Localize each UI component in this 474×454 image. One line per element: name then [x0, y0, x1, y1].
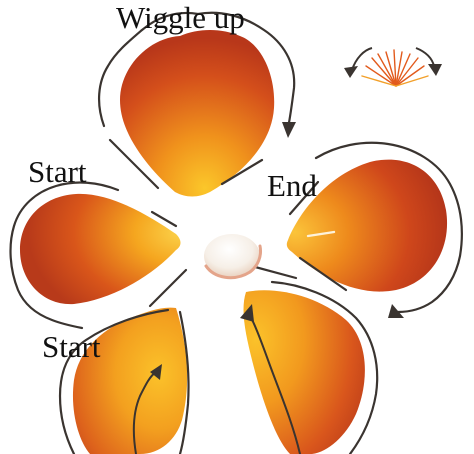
flower-center-group	[204, 234, 261, 278]
bottom-right-petal-group	[240, 264, 377, 454]
top-arrowhead-icon	[282, 122, 296, 138]
wiggle-up-label: Wiggle up	[116, 2, 245, 33]
bottom-right-petal	[244, 290, 365, 454]
start-left-label: Start	[28, 156, 87, 187]
left-lower-guide-stroke	[150, 270, 186, 306]
brush-right-arrowhead-icon	[428, 64, 442, 76]
brush-stroke-illustration	[344, 48, 442, 86]
left-petal	[20, 194, 181, 304]
brush-left-arrowhead-icon	[344, 66, 358, 78]
top-petal	[120, 30, 274, 197]
end-right-label: End	[267, 170, 317, 201]
start-bottom-label: Start	[42, 331, 101, 362]
left-petal-group	[11, 183, 186, 328]
brush-right-curve	[416, 48, 434, 66]
